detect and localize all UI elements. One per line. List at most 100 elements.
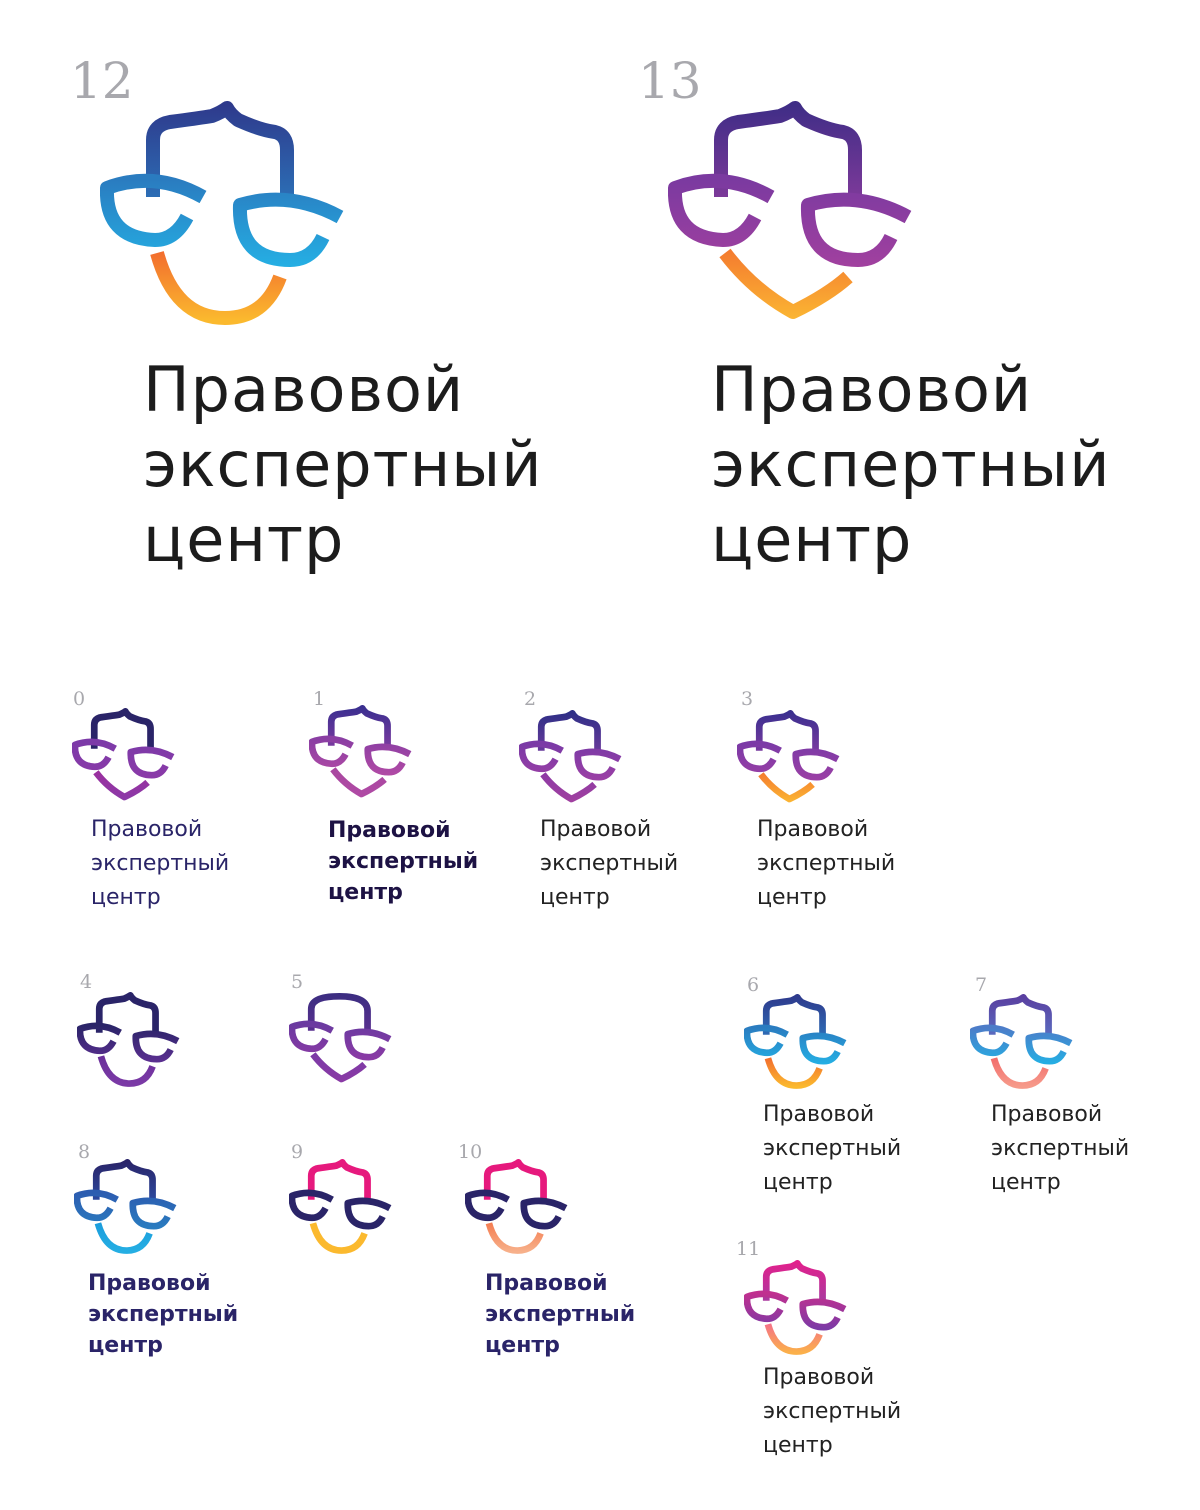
variant-number: 6 <box>747 974 760 996</box>
logo-left-cup <box>737 740 782 773</box>
logo-head <box>988 994 1052 1035</box>
logo-head <box>537 710 601 751</box>
logo-head <box>92 1159 156 1200</box>
logo-right-cup <box>132 1030 180 1063</box>
logo-chin <box>97 1055 156 1087</box>
wordmark-line: Правовой <box>711 353 1033 426</box>
logo-chin <box>758 772 815 803</box>
variant-number: 13 <box>638 52 702 110</box>
scales-face-logo-icon <box>100 101 344 325</box>
scales-face-logo-icon <box>77 992 180 1087</box>
variant-number: 5 <box>291 971 304 993</box>
logo-head <box>307 992 371 1031</box>
scales-face-logo-icon <box>519 710 622 803</box>
wordmark-line: Правовой <box>328 818 451 843</box>
logo-right-cup <box>800 192 912 267</box>
scales-face-logo-icon <box>970 994 1073 1089</box>
logo-chin <box>309 1222 368 1254</box>
logo-chin <box>764 1323 823 1355</box>
logo-left-cup <box>668 173 775 247</box>
scales-face-logo-icon <box>465 1159 568 1254</box>
logo-right-cup <box>344 1197 392 1230</box>
logo-right-cup <box>520 1197 568 1230</box>
logo-head <box>327 705 391 746</box>
logo-left-cup <box>289 1189 334 1222</box>
wordmark-line: экспертный <box>757 851 896 876</box>
wordmark-line: Правовой <box>540 817 652 842</box>
logo-left-cup <box>744 1290 789 1323</box>
wordmark-line: экспертный <box>711 428 1111 501</box>
logo-right-cup <box>574 748 622 781</box>
wordmark-line: центр <box>143 503 345 576</box>
logo-chin <box>94 1222 153 1254</box>
wordmark-line: центр <box>991 1170 1061 1195</box>
logo-right-cup <box>129 1197 177 1230</box>
scales-face-logo-icon <box>72 708 175 801</box>
wordmark-line: центр <box>91 885 161 910</box>
variant-number: 1 <box>313 688 326 710</box>
logo-right-cup <box>232 192 344 267</box>
wordmark-line: центр <box>540 885 610 910</box>
logo-chin <box>540 772 597 803</box>
logo-left-cup <box>970 1024 1015 1057</box>
logo-chin <box>330 767 387 798</box>
logo-right-cup <box>799 1298 847 1331</box>
variant-number: 10 <box>458 1141 483 1163</box>
logo-left-cup <box>74 1189 119 1222</box>
logo-chin <box>150 251 287 325</box>
wordmark-line: центр <box>328 880 403 905</box>
logo-left-cup <box>309 735 354 768</box>
logo-head <box>755 710 819 751</box>
variant-number: 3 <box>741 688 754 710</box>
logo-right-cup <box>364 743 412 776</box>
logo-right-cup <box>799 1032 847 1065</box>
variant-number: 11 <box>736 1238 761 1260</box>
wordmark-line: экспертный <box>763 1399 902 1424</box>
logo-head <box>146 101 294 197</box>
logo-head <box>307 1159 371 1200</box>
wordmark-line: центр <box>763 1433 833 1458</box>
scales-face-logo-icon <box>744 994 847 1089</box>
logo-right-cup <box>344 1028 392 1061</box>
variant-number: 8 <box>78 1141 91 1163</box>
logo-left-cup <box>465 1189 510 1222</box>
variant-number: 12 <box>70 52 134 110</box>
wordmark-line: Правовой <box>88 1271 211 1296</box>
wordmark-line: Правовой <box>485 1271 608 1296</box>
logo-chin <box>93 770 150 801</box>
logo-left-cup <box>289 1020 334 1053</box>
wordmark-line: экспертный <box>991 1136 1130 1161</box>
wordmark-line: Правовой <box>757 817 869 842</box>
wordmark-line: центр <box>711 503 913 576</box>
wordmark-line: экспертный <box>88 1302 239 1327</box>
variant-number: 4 <box>80 971 93 993</box>
variant-number: 7 <box>975 974 988 996</box>
logo-head <box>762 1260 826 1301</box>
logo-head <box>90 708 154 749</box>
logo-right-cup <box>1025 1032 1073 1065</box>
wordmark-line: экспертный <box>763 1136 902 1161</box>
wordmark-line: центр <box>485 1333 560 1358</box>
scales-face-logo-icon <box>309 705 412 798</box>
scales-face-logo-icon <box>74 1159 177 1254</box>
wordmark-line: Правовой <box>91 817 203 842</box>
logo-chin <box>764 1057 823 1089</box>
logo-left-cup <box>744 1024 789 1057</box>
logo-head <box>95 992 159 1033</box>
logo-left-cup <box>100 173 207 247</box>
logo-left-cup <box>72 738 117 771</box>
scales-face-logo-icon <box>744 1260 847 1355</box>
logo-head <box>762 994 826 1035</box>
logo-right-cup <box>792 748 840 781</box>
wordmark-line: Правовой <box>763 1365 875 1390</box>
logo-left-cup <box>519 740 564 773</box>
